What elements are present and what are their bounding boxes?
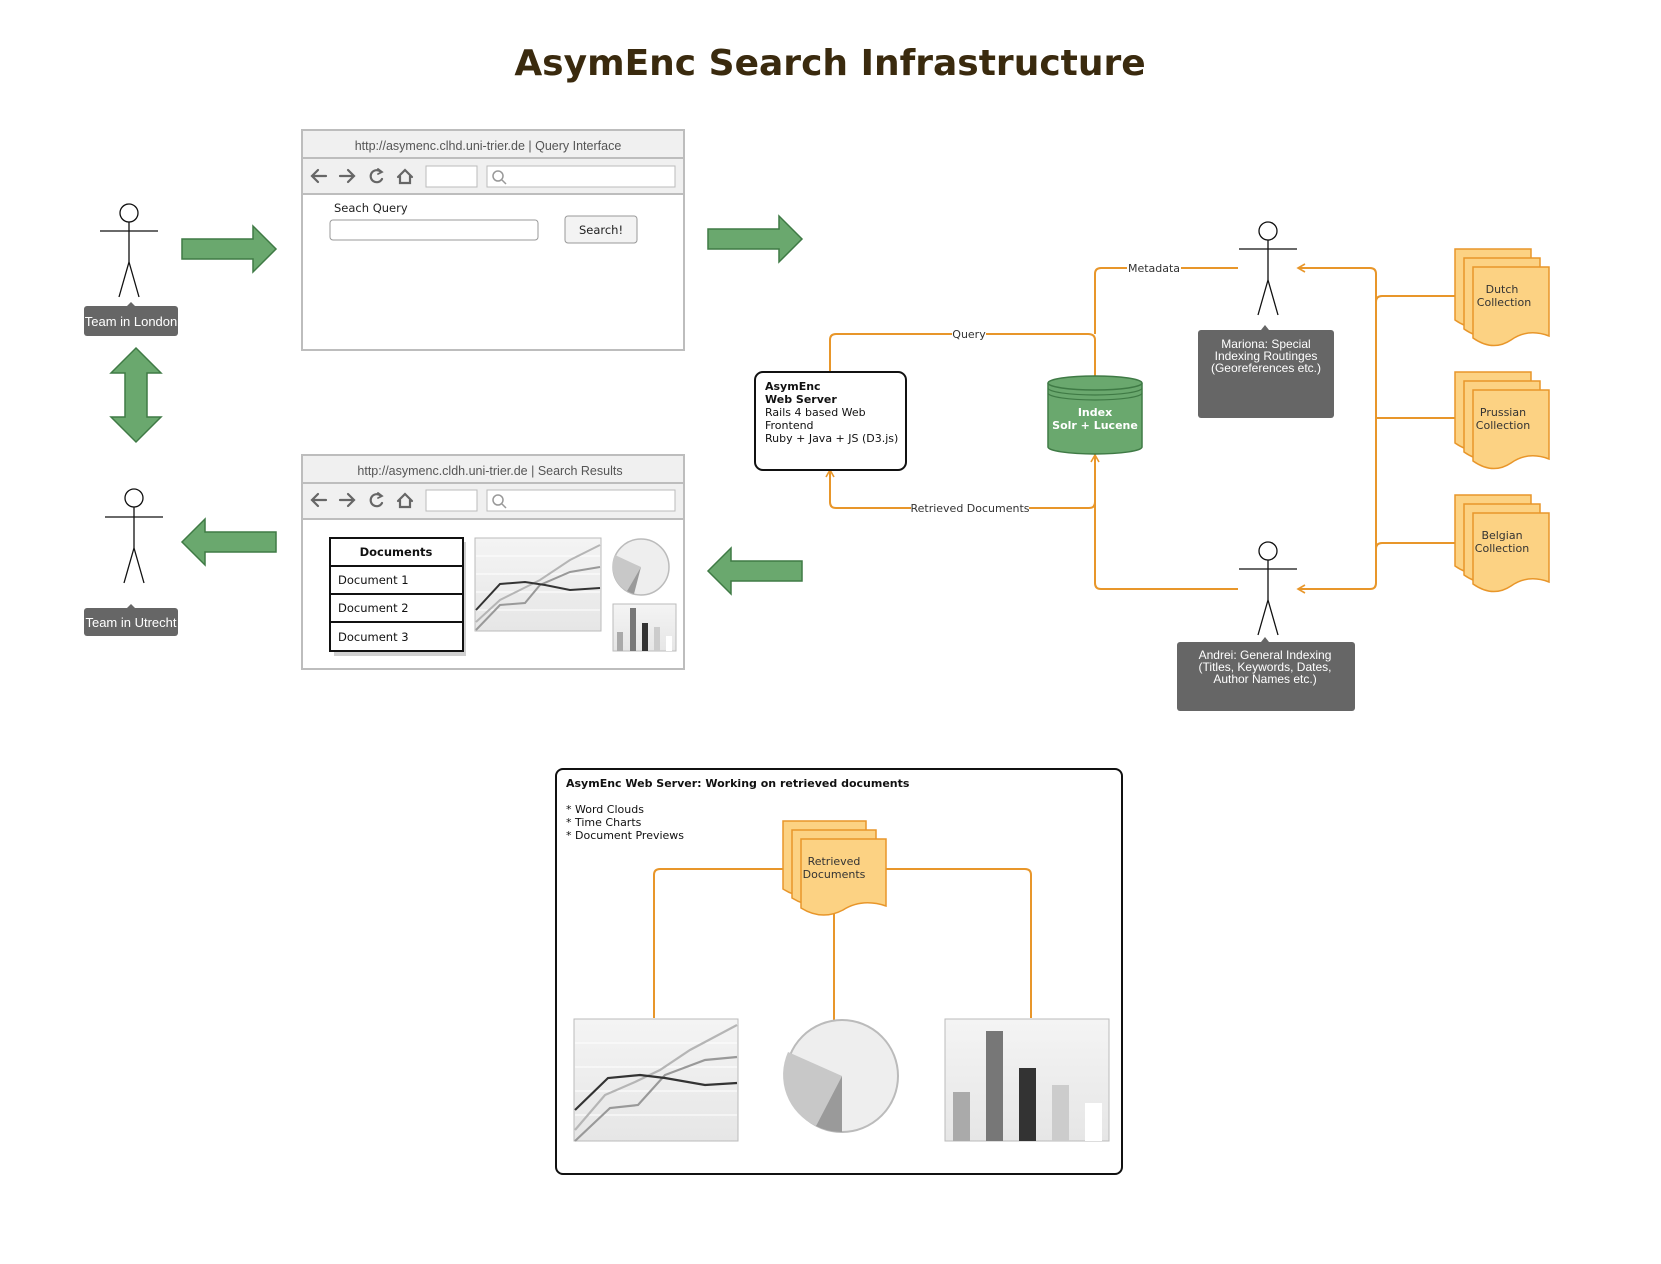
svg-text:Prussian: Prussian: [1480, 406, 1526, 419]
retrieved-documents-stack: Retrieved Documents: [782, 820, 887, 916]
edge-collections-mariona: [1296, 263, 1377, 296]
table-row-label: Document 3: [338, 630, 409, 644]
svg-text:Documents: Documents: [803, 868, 866, 881]
edge-collections-andrei: [1296, 544, 1377, 594]
browser-search-field[interactable]: [486, 165, 676, 188]
svg-text:(Titles, Keywords, Dates,: (Titles, Keywords, Dates,: [1199, 660, 1332, 674]
reload-icon[interactable]: [369, 493, 384, 508]
edge-metadata: [1094, 267, 1238, 334]
svg-text:Andrei: General Indexing: Andrei: General Indexing: [1199, 648, 1332, 662]
actor-mariona: [1239, 221, 1297, 316]
svg-text:* Word Clouds: * Word Clouds: [566, 803, 644, 816]
svg-text:Indexing Routinges: Indexing Routinges: [1215, 349, 1318, 363]
svg-text:AsymEnc: AsymEnc: [765, 380, 821, 393]
query-browser-url: http://asymenc.clhd.uni-trier.de | Query…: [355, 139, 622, 153]
search-button-label: Search!: [579, 223, 623, 237]
svg-text:Collection: Collection: [1477, 296, 1531, 309]
work-panel: AsymEnc Web Server: Working on retrieved…: [555, 768, 1123, 1175]
svg-text:Ruby + Java + JS (D3.js): Ruby + Java + JS (D3.js): [765, 432, 898, 445]
svg-text:Frontend: Frontend: [765, 419, 814, 432]
pie-chart-thumbnail: [612, 538, 670, 596]
results-browser-url: http://asymenc.cldh.uni-trier.de | Searc…: [357, 464, 622, 478]
search-icon: [492, 494, 507, 509]
table-row[interactable]: [329, 621, 464, 652]
web-server-box: AsymEnc Web Server Rails 4 based Web Fro…: [754, 371, 907, 471]
line-chart-thumbnail: [474, 537, 602, 632]
address-field[interactable]: [425, 165, 478, 188]
actor-andrei: [1239, 541, 1297, 636]
edge-retrieved-label: Retrieved Documents: [910, 502, 1029, 515]
table-row[interactable]: [329, 565, 464, 595]
bar-chart-large: [944, 1018, 1110, 1142]
collection-belgian: Belgian Collection: [1454, 494, 1550, 593]
page-title: AsymEnc Search Infrastructure: [514, 43, 1145, 84]
actor-utrecht-label: Team in Utrecht: [84, 604, 178, 636]
svg-text:Team in Utrecht: Team in Utrecht: [85, 615, 176, 630]
collection-dutch: Dutch Collection: [1454, 248, 1550, 347]
table-header: Documents: [360, 545, 433, 559]
home-icon[interactable]: [396, 168, 414, 185]
actor-london-label: Team in London: [84, 302, 178, 336]
results-browser-window: http://asymenc.cldh.uni-trier.de | Searc…: [301, 454, 685, 670]
forward-icon[interactable]: [338, 492, 356, 508]
svg-text:(Georeferences etc.): (Georeferences etc.): [1211, 361, 1321, 375]
pie-chart-large: [783, 1019, 899, 1133]
svg-text:Rails 4 based Web: Rails 4 based Web: [765, 406, 866, 419]
svg-text:Web Server: Web Server: [765, 393, 837, 406]
actor-london: [100, 203, 158, 298]
actor-andrei-label: Andrei: General Indexing (Titles, Keywor…: [1177, 637, 1355, 711]
arrow-query-to-server: [707, 214, 804, 264]
back-icon[interactable]: [310, 168, 328, 184]
collection-prussian: Prussian Collection: [1454, 371, 1550, 470]
search-icon: [492, 170, 507, 185]
svg-text:* Time Charts: * Time Charts: [566, 816, 642, 829]
edge-query-label: Query: [952, 328, 986, 341]
browser-search-field[interactable]: [486, 489, 676, 512]
work-panel-title: AsymEnc Web Server: Working on retrieved…: [566, 777, 910, 790]
svg-text:Mariona: Special: Mariona: Special: [1221, 337, 1310, 351]
table-row[interactable]: [329, 593, 464, 623]
svg-text:Dutch: Dutch: [1486, 283, 1519, 296]
svg-text:* Document Previews: * Document Previews: [566, 829, 684, 842]
actor-utrecht: [105, 488, 163, 584]
svg-text:Collection: Collection: [1476, 419, 1530, 432]
index-database: Index Solr + Lucene: [1047, 375, 1143, 455]
home-icon[interactable]: [396, 492, 414, 509]
address-field[interactable]: [425, 489, 478, 512]
search-query-input[interactable]: [329, 219, 539, 241]
svg-text:Belgian: Belgian: [1481, 529, 1522, 542]
edge-andrei-index: [1090, 453, 1238, 590]
svg-text:Solr + Lucene: Solr + Lucene: [1052, 419, 1138, 432]
svg-text:Author Names etc.): Author Names etc.): [1213, 672, 1316, 686]
svg-text:Collection: Collection: [1475, 542, 1529, 555]
edge-labels: Query Metadata Retrieved Documents: [910, 260, 1181, 515]
actor-mariona-label: Mariona: Special Indexing Routinges (Geo…: [1198, 325, 1334, 418]
bar-chart-thumbnail: [612, 603, 677, 652]
forward-icon[interactable]: [338, 168, 356, 184]
arrow-results-to-utrecht: [180, 517, 277, 567]
back-icon[interactable]: [310, 492, 328, 508]
table-row-label: Document 2: [338, 601, 409, 615]
documents-table: Documents Document 1 Document 2 Document…: [329, 537, 466, 656]
double-arrow-vertical: [109, 346, 163, 444]
search-button[interactable]: [564, 215, 638, 244]
svg-text:Index: Index: [1078, 406, 1112, 419]
search-query-label: Seach Query: [334, 201, 408, 215]
arrow-server-to-results: [706, 546, 803, 596]
arrow-london-to-query: [181, 224, 278, 274]
svg-text:Team in London: Team in London: [85, 314, 178, 329]
line-chart-large: [573, 1018, 739, 1142]
reload-icon[interactable]: [369, 169, 384, 184]
svg-text:Retrieved: Retrieved: [808, 855, 861, 868]
table-row-label: Document 1: [338, 573, 409, 587]
query-browser-window: http://asymenc.clhd.uni-trier.de | Query…: [301, 129, 685, 351]
edge-metadata-label: Metadata: [1128, 262, 1180, 275]
